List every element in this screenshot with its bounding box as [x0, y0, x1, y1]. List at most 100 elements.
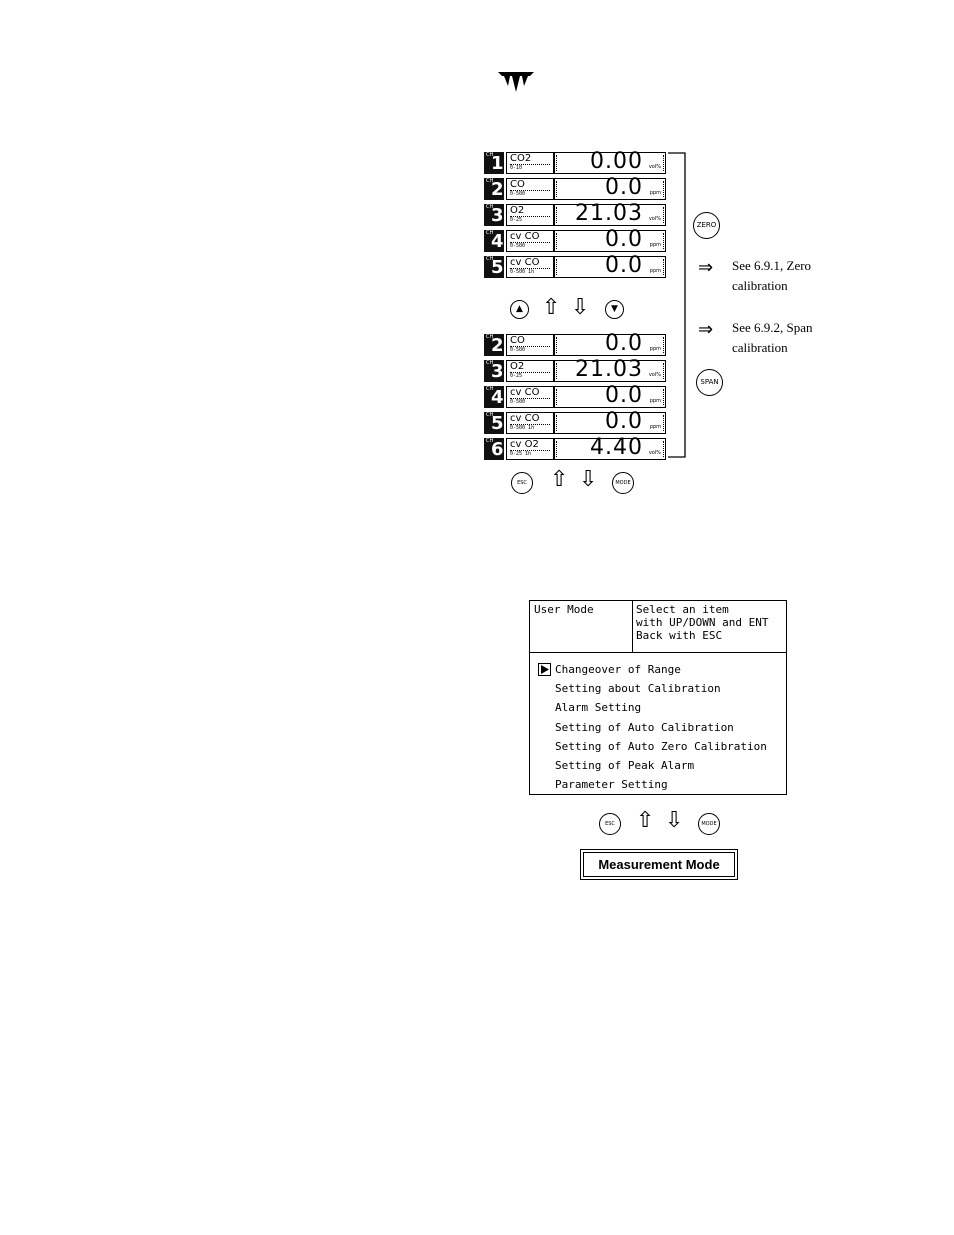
gas-name: cv O2 [510, 439, 539, 450]
span-button[interactable]: SPAN [696, 369, 723, 396]
divider [556, 181, 557, 197]
right-arrow-icon: ⇒ [698, 257, 714, 278]
instructions-cell: Select an item with UP/DOWN and ENT Back… [633, 601, 786, 653]
gas-name: O2 [510, 361, 525, 372]
down-arrow-icon: ⇩ [571, 295, 590, 320]
gas-name: CO [510, 179, 525, 190]
divider [510, 242, 550, 243]
reading-unit: vol% [648, 450, 661, 456]
divider [663, 389, 664, 405]
channel-number: 4 [491, 387, 504, 408]
span-calibration-note-line2: calibration [732, 340, 788, 355]
instruction-line: with UP/DOWN and ENT [636, 616, 769, 629]
divider [510, 190, 550, 191]
divider [663, 441, 664, 457]
gas-name: cv CO [510, 387, 540, 398]
gas-range: 0-25 [510, 373, 523, 379]
gas-range: 0-500 [510, 191, 526, 197]
channel-tag: CH [486, 386, 494, 392]
mode-button[interactable]: MODE [612, 472, 634, 494]
channel-number: 5 [491, 257, 504, 278]
divider [510, 424, 550, 425]
user-mode-title: User Mode [534, 603, 594, 616]
menu-item-parameter-setting[interactable]: Parameter Setting [555, 778, 668, 791]
down-button[interactable]: ▼ [605, 300, 624, 319]
bracket-line [668, 152, 686, 458]
menu-item-setting-of-peak-alarm[interactable]: Setting of Peak Alarm [555, 759, 695, 772]
up-arrow-icon: ⇧ [636, 808, 655, 833]
divider [510, 216, 550, 217]
measurement-mode-button[interactable]: Measurement Mode [580, 849, 738, 880]
down-arrow-icon: ⇩ [665, 808, 684, 833]
channel-number: 4 [491, 231, 504, 252]
zero-button[interactable]: ZERO [693, 212, 720, 239]
gas-name: cv CO [510, 231, 540, 242]
channel-tag: CH [486, 334, 494, 340]
gas-range: 0-500 1h [510, 425, 535, 431]
divider [556, 233, 557, 249]
reading-value: 0.0 [605, 175, 643, 200]
menu-item-setting-about-calibration[interactable]: Setting about Calibration [555, 682, 721, 695]
divider [556, 441, 557, 457]
measurement-mode-label: Measurement Mode [583, 852, 735, 877]
esc-button[interactable]: ESC [511, 472, 533, 494]
reading-value: 0.0 [605, 227, 643, 252]
reading-value: 0.00 [590, 149, 643, 174]
selection-marker-icon [538, 663, 551, 676]
channel-tag: CH [486, 360, 494, 366]
up-button[interactable]: ▲ [510, 300, 529, 319]
reading-value: 0.0 [605, 253, 643, 278]
channel-tag: CH [486, 256, 494, 262]
divider [510, 398, 550, 399]
menu-item-alarm-setting[interactable]: Alarm Setting [555, 701, 642, 714]
reading-unit: ppm [649, 242, 661, 248]
reading-value: 21.03 [575, 357, 643, 382]
esc-button[interactable]: ESC [599, 813, 621, 835]
menu-item-setting-of-auto-calibration[interactable]: Setting of Auto Calibration [555, 721, 734, 734]
divider [510, 164, 550, 165]
divider [663, 337, 664, 353]
divider [556, 207, 557, 223]
mode-button[interactable]: MODE [698, 813, 720, 835]
menu-item-setting-of-auto-zero-calibration[interactable]: Setting of Auto Zero Calibration [555, 740, 767, 753]
gas-name: CO2 [510, 153, 532, 164]
up-arrow-icon: ⇧ [550, 467, 569, 492]
zero-calibration-note: See 6.9.1, Zero [732, 258, 812, 273]
zero-calibration-note-line2: calibration [732, 278, 788, 293]
channel-tag: CH [486, 230, 494, 236]
divider [510, 372, 550, 373]
channel-number: 3 [491, 205, 504, 226]
instruction-line: Back with ESC [636, 629, 723, 642]
menu-item-changeover-of-range[interactable]: Changeover of Range [555, 663, 681, 676]
divider [663, 207, 664, 223]
channel-tag: CH [486, 204, 494, 210]
gas-name: O2 [510, 205, 525, 216]
gas-range: 0-10 [510, 165, 523, 171]
